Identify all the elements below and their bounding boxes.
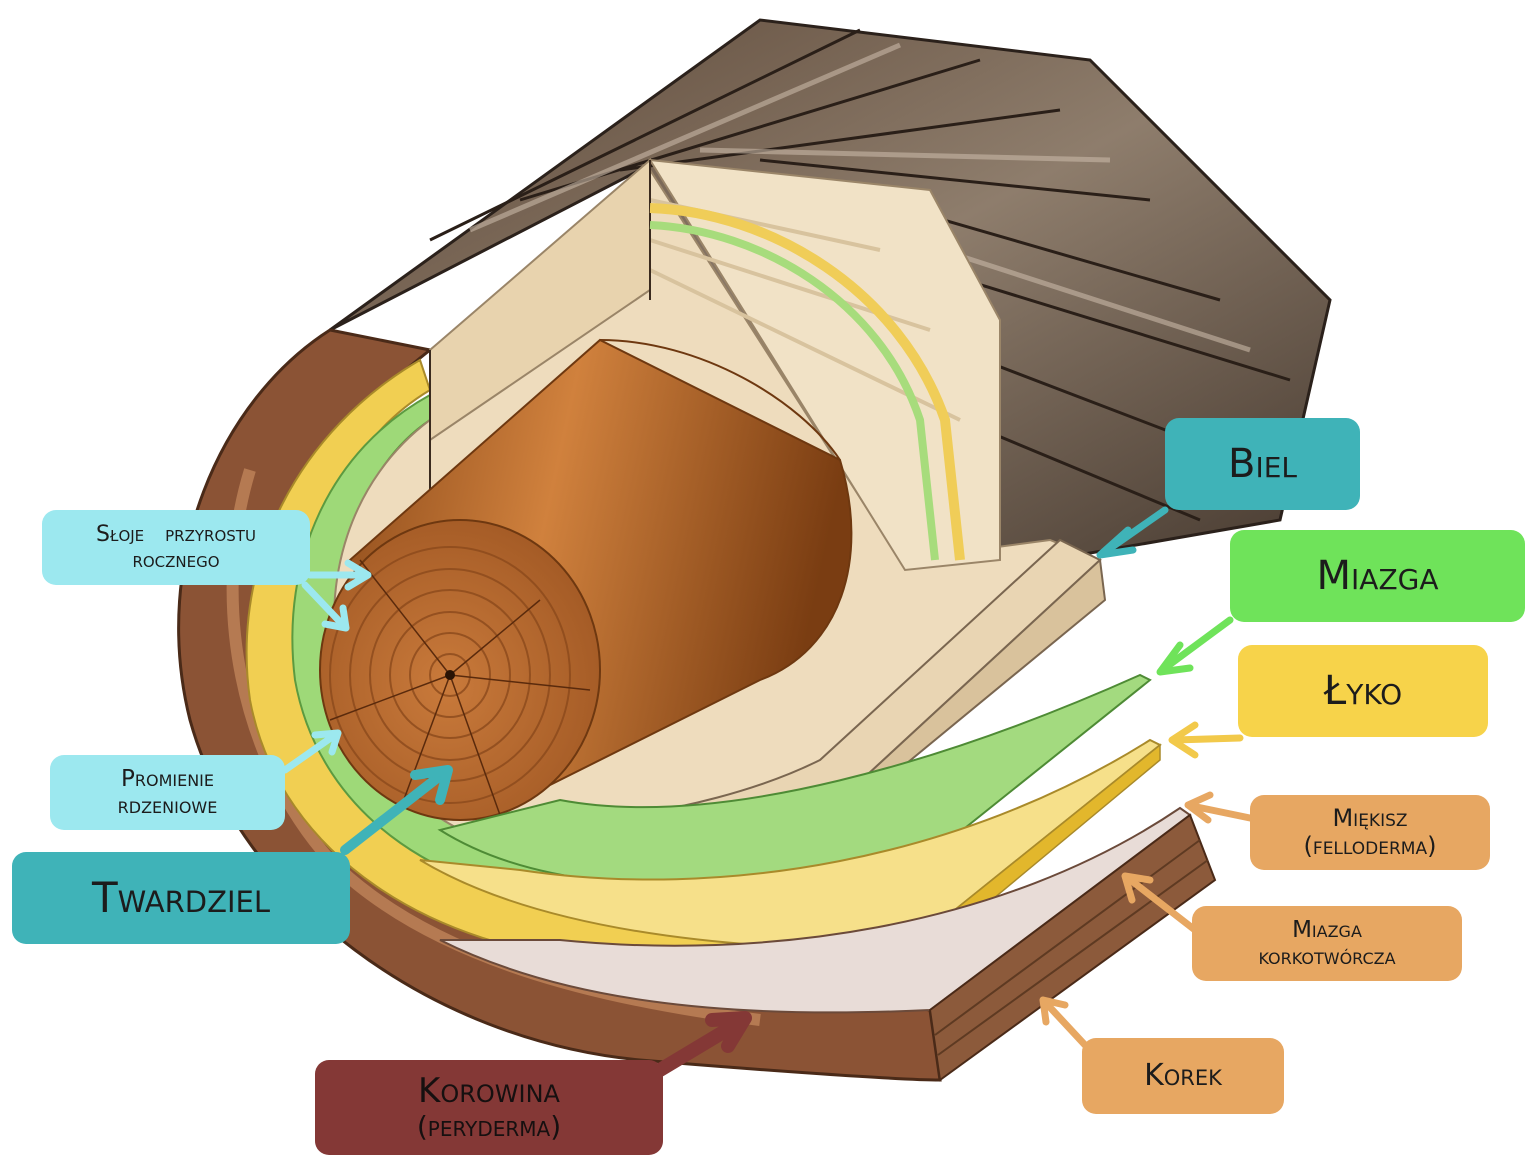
arrow-lyko bbox=[1175, 738, 1240, 740]
label-miazga-korkotworcza-line2: korkotwórcza bbox=[1258, 944, 1395, 970]
label-korowina-line2: (peryderma) bbox=[417, 1111, 561, 1143]
label-biel-text: Biel bbox=[1228, 441, 1297, 487]
label-miekisz-line2: (felloderma) bbox=[1304, 833, 1437, 861]
label-korowina: Korowina (peryderma) bbox=[315, 1060, 663, 1155]
label-miazga-korkotworcza: Miazga korkotwórcza bbox=[1192, 906, 1462, 981]
label-promienie-rdzeniowe: Promienie rdzeniowe bbox=[50, 755, 285, 830]
label-twardziel: Twardziel bbox=[12, 852, 350, 944]
label-sloje-line2: rocznego bbox=[132, 548, 219, 573]
label-promienie-line1: Promienie bbox=[121, 766, 214, 792]
label-lyko-text: Łyko bbox=[1324, 668, 1402, 714]
label-sloje-line1: Słoje przyrostu bbox=[96, 522, 256, 547]
label-sloje-przyrostu: Słoje przyrostu rocznego bbox=[42, 510, 310, 585]
label-promienie-line2: rdzeniowe bbox=[118, 793, 218, 819]
label-miekisz: Miękisz (felloderma) bbox=[1250, 795, 1490, 870]
arrow-miazga bbox=[1165, 620, 1230, 668]
label-miekisz-line1: Miękisz bbox=[1332, 805, 1407, 833]
label-miazga-korkotworcza-line1: Miazga bbox=[1292, 917, 1362, 943]
label-korek-text: Korek bbox=[1144, 1059, 1222, 1094]
label-korowina-line1: Korowina bbox=[418, 1072, 560, 1111]
label-miazga-text: Miazga bbox=[1317, 553, 1439, 599]
label-biel: Biel bbox=[1165, 418, 1360, 510]
label-korek: Korek bbox=[1082, 1038, 1284, 1114]
label-miazga: Miazga bbox=[1230, 530, 1525, 622]
label-lyko: Łyko bbox=[1238, 645, 1488, 737]
label-twardziel-text: Twardziel bbox=[92, 874, 270, 922]
